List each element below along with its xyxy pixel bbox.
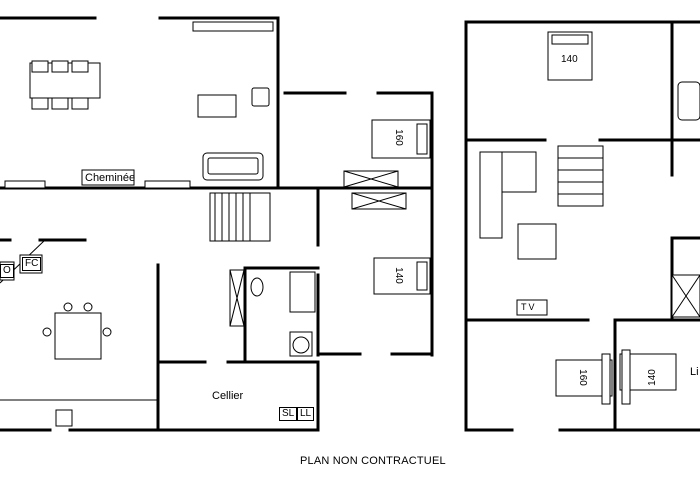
bed-label-bottom-right-b: 140 [646,369,658,386]
bed-label-top-left: 160 [392,129,404,146]
tv-label: TV [521,302,537,312]
furniture [0,21,700,427]
appliance-oven: O [0,264,14,278]
plan-caption: PLAN NON CONTRACTUEL [300,455,446,467]
room-label-fireplace: Cheminée [85,172,136,184]
appliance-dryer: SL [279,407,298,421]
appliance-fridge: FC [22,257,42,271]
bed-label-bottom-right-a: 160 [576,369,588,386]
room-label-partial: Li [690,366,699,378]
appliance-washer: LL [297,407,315,421]
bed-label-top-right: 140 [561,54,578,65]
walls [0,16,700,432]
room-label-storage: Cellier [212,390,244,402]
bed-label-mid-left: 140 [392,267,404,284]
